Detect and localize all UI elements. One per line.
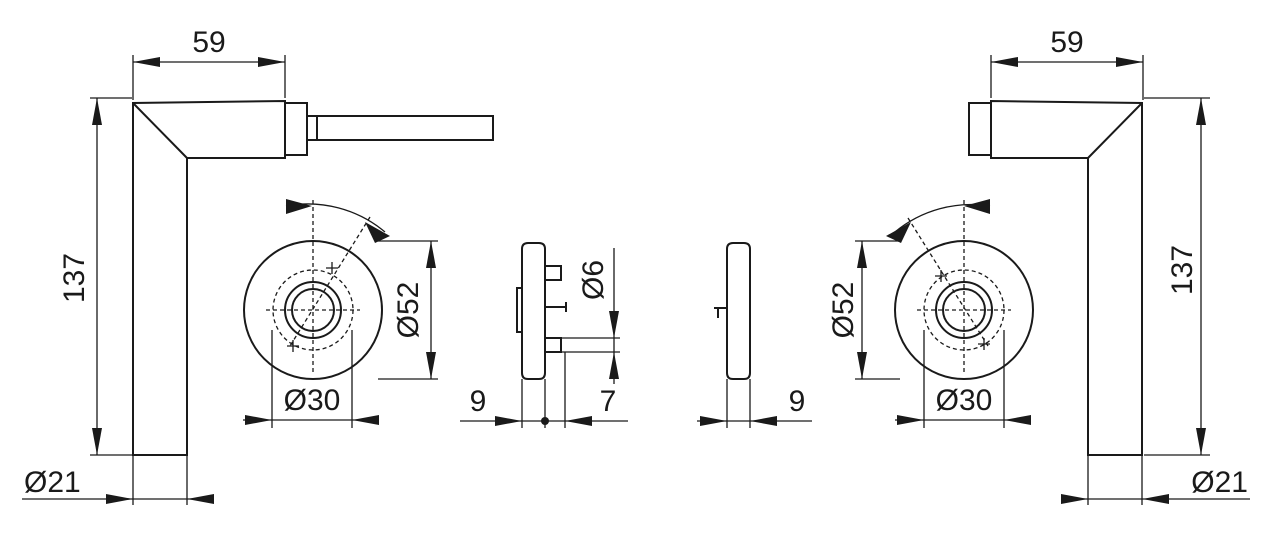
left-dimension-d21: Ø21 [22,455,214,505]
right-dimension-59: 59 [990,26,1144,100]
label-right-9: 9 [789,385,806,418]
dimension-right-9: 9 [697,379,812,428]
right-dimension-d30: Ø30 [895,330,1031,428]
right-dimension-137: 137 [1144,97,1210,456]
label-right-d30: Ø30 [936,384,993,417]
label-right-d52: Ø52 [827,282,860,339]
label-left-d21: Ø21 [24,466,81,499]
label-d6: Ø6 [577,260,610,300]
label-left-d30: Ø30 [284,384,341,417]
left-rose [243,199,390,380]
dimension-d6: Ø6 [561,248,620,384]
label-left-9: 9 [470,385,487,418]
left-dimension-59: 59 [132,26,286,100]
right-lever-handle [968,99,1143,456]
right-side-view [714,242,751,380]
label-left-137: 137 [58,253,91,303]
label-right-137: 137 [1166,245,1199,295]
left-dimension-137: 137 [58,97,132,456]
label-left-59: 59 [192,26,225,59]
left-side-view [516,242,567,380]
label-right-59: 59 [1050,26,1083,59]
left-dimension-d30: Ø30 [243,330,379,428]
left-dimension-d52: Ø52 [378,240,438,380]
dimension-9-7: 9 7 [460,352,628,428]
label-7: 7 [600,385,617,418]
right-dimension-d21: Ø21 [1061,455,1250,505]
right-rose [886,199,1034,380]
right-dimension-d52: Ø52 [827,240,900,380]
label-right-d21: Ø21 [1191,466,1248,499]
label-left-d52: Ø52 [392,282,425,339]
